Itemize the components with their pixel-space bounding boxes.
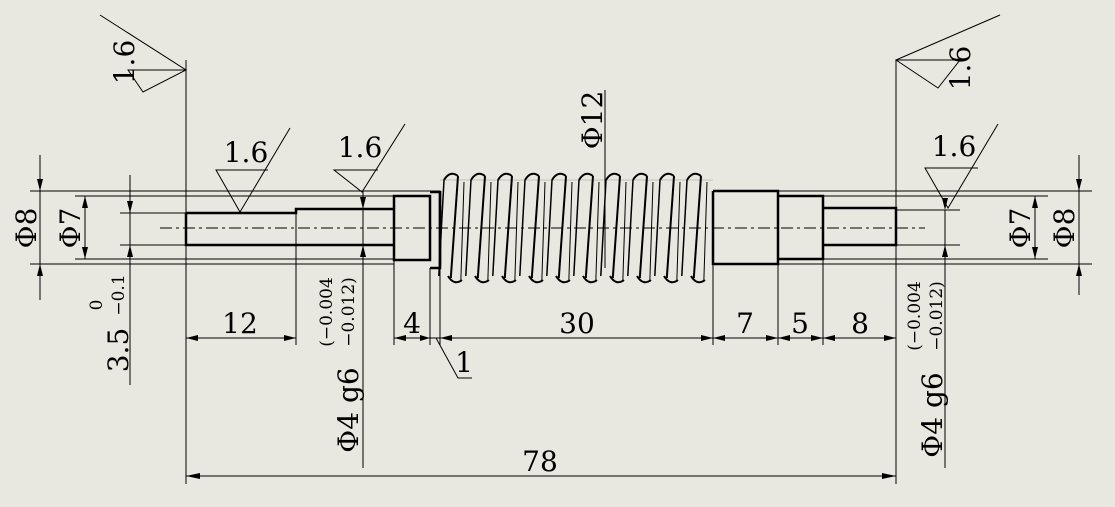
dim-left-size: 3.5 [102,328,135,373]
tol-size-lower: −0.1 [109,274,129,315]
dim-overall-length: 78 [522,445,558,478]
roughness-labels: 1.6 1.6 1.6 1.6 1.6 [108,40,977,169]
worm-thread-line [686,172,702,181]
worm-thread-line [703,181,708,283]
roughness-top-left: 1.6 [108,40,141,85]
dim-right-journal-dia: Φ4 g6 [916,372,949,457]
dim-left-journal-length: 12 [222,307,258,340]
worm-thread-line [654,179,661,277]
worm-thread-line [632,172,648,181]
worm-thread-line [676,181,681,283]
worm-thread-line [524,172,540,181]
worm-thread-line [611,175,621,279]
worm-thread-line [638,175,648,279]
worm-thread-line [649,181,654,283]
dimension-labels: 78 12 4 30 1 7 5 8 Φ8 Φ7 Φ8 Φ7 Φ12 Φ4 g6… [10,91,1081,478]
dim-right-dia-8: Φ8 [1048,208,1081,249]
roughness-left-journal: 1.6 [224,136,269,169]
tol-left-upper: (−0.004 [317,277,337,347]
worm-thread-line [622,181,627,283]
tol-left-lower: −0.012) [339,277,359,347]
worm-thread-line [659,172,675,181]
worm-thread-line [487,181,492,283]
roughness-top-right: 1.6 [944,46,977,91]
dimension-lines [30,60,1092,484]
dim-right-seg-1: 7 [736,307,754,340]
worm-thread-line [595,181,600,283]
dim-right-seg-3: 8 [851,307,869,340]
worm-thread-line [568,181,573,283]
dim-right-dia-7: Φ7 [1004,208,1037,249]
roughness-right-journal: 1.6 [932,130,977,163]
worm-thread-line [514,181,519,283]
dim-worm-dia-12: Φ12 [576,91,609,150]
worm-thread-line [692,175,702,279]
worm-thread-line [541,181,546,283]
worm-thread-line [605,172,621,181]
dim-worm-length: 30 [559,307,595,340]
tolerance-labels: (−0.004 −0.012) (−0.004 −0.012) 0 −0.1 [87,274,947,350]
tol-right-lower: −0.012) [927,281,947,351]
worm-thread-line [476,175,486,279]
worm-thread-line [578,172,594,181]
worm-thread-line [449,175,459,279]
worm-thread-line [557,175,567,279]
worm-thread-line [665,175,675,279]
worm-thread-line [497,172,513,181]
roughness-symbols [99,14,1001,213]
worm-thread-line [584,175,594,279]
dim-right-seg-2: 5 [791,307,809,340]
roughness-left-shoulder: 1.6 [338,131,383,164]
worm-thread-line [460,181,465,283]
worm-thread-line [546,179,553,277]
dim-left-shoulder-length: 4 [403,307,421,340]
dim-left-dia-7: Φ7 [54,208,87,249]
tol-right-upper: (−0.004 [905,281,925,351]
worm-thread-line [551,172,567,181]
dim-left-dia-8: Φ8 [10,208,43,249]
worm-thread-line [470,172,486,181]
worm-thread-line [503,175,513,279]
dim-left-journal-dia: Φ4 g6 [332,367,365,452]
tol-size-upper: 0 [87,300,107,311]
worm-thread-line [443,172,459,181]
worm-thread-line [530,175,540,279]
dim-chamfer: 1 [455,346,473,379]
worm-thread-line [492,179,499,277]
